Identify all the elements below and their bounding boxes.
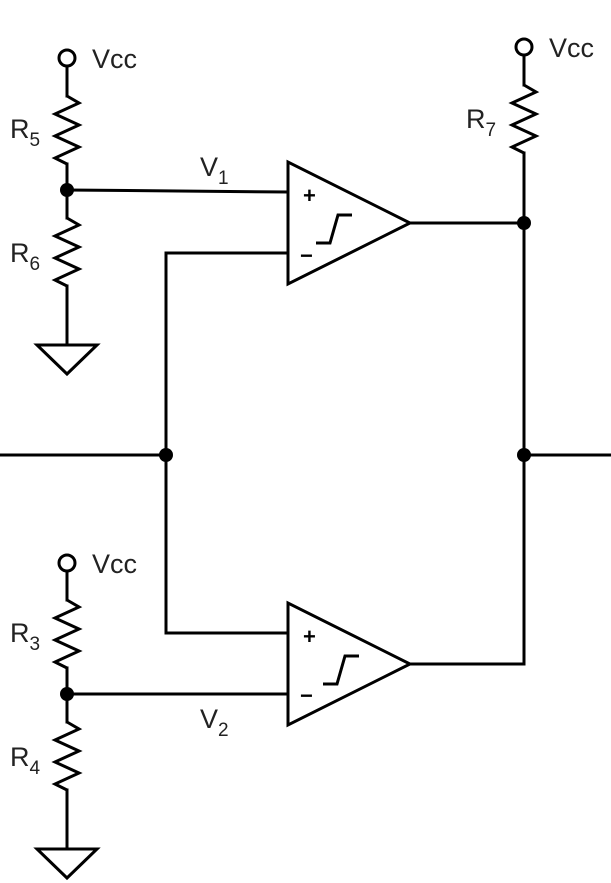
r5-label: R5 [10, 114, 40, 151]
junction-upper-output [517, 216, 531, 230]
upper-comparator-body [286, 159, 414, 287]
junction-input-node [159, 448, 173, 462]
vcc-label-top-left: Vcc [92, 44, 137, 74]
ground-symbol-lower [33, 847, 101, 881]
upper-minus-sign: − [300, 243, 313, 268]
hysteresis-icon-lower [323, 654, 359, 686]
vcc-terminal-bottom-left [57, 553, 77, 573]
r7-label: R7 [466, 104, 496, 141]
upper-comparator: + − [286, 159, 414, 287]
ground-symbol-upper [33, 343, 101, 377]
v1-wire [65, 188, 290, 194]
vcc-label-bottom-left: Vcc [92, 549, 137, 579]
resistor-r5 [51, 94, 83, 166]
lower-minus-sign: − [300, 683, 313, 708]
input-bus-upper [164, 251, 290, 457]
vcc-terminal-top-right [514, 37, 534, 57]
upper-plus-sign: + [303, 183, 316, 208]
resistor-r7 [508, 83, 540, 155]
input-bus-lower [164, 453, 290, 635]
lower-divider: Vcc R3 R4 [10, 549, 137, 881]
resistor-r3 [51, 598, 83, 670]
r6-label: R6 [10, 238, 40, 275]
vcc-terminal-top-left [57, 48, 77, 68]
r4-label: R4 [10, 742, 41, 779]
vcc-label-top-right: Vcc [549, 33, 594, 63]
resistor-r4 [51, 720, 83, 792]
lower-comparator-body [286, 600, 414, 728]
lower-plus-sign: + [303, 624, 316, 649]
pullup-network: Vcc R7 [466, 33, 611, 666]
r3-label: R3 [10, 618, 40, 655]
v2-label: V2 [200, 704, 229, 741]
upper-divider: Vcc R5 R6 [10, 44, 137, 377]
hysteresis-icon-upper [316, 213, 352, 245]
v1-label: V1 [200, 152, 229, 189]
lower-comparator: + − [286, 600, 414, 728]
resistor-r6 [51, 216, 83, 288]
